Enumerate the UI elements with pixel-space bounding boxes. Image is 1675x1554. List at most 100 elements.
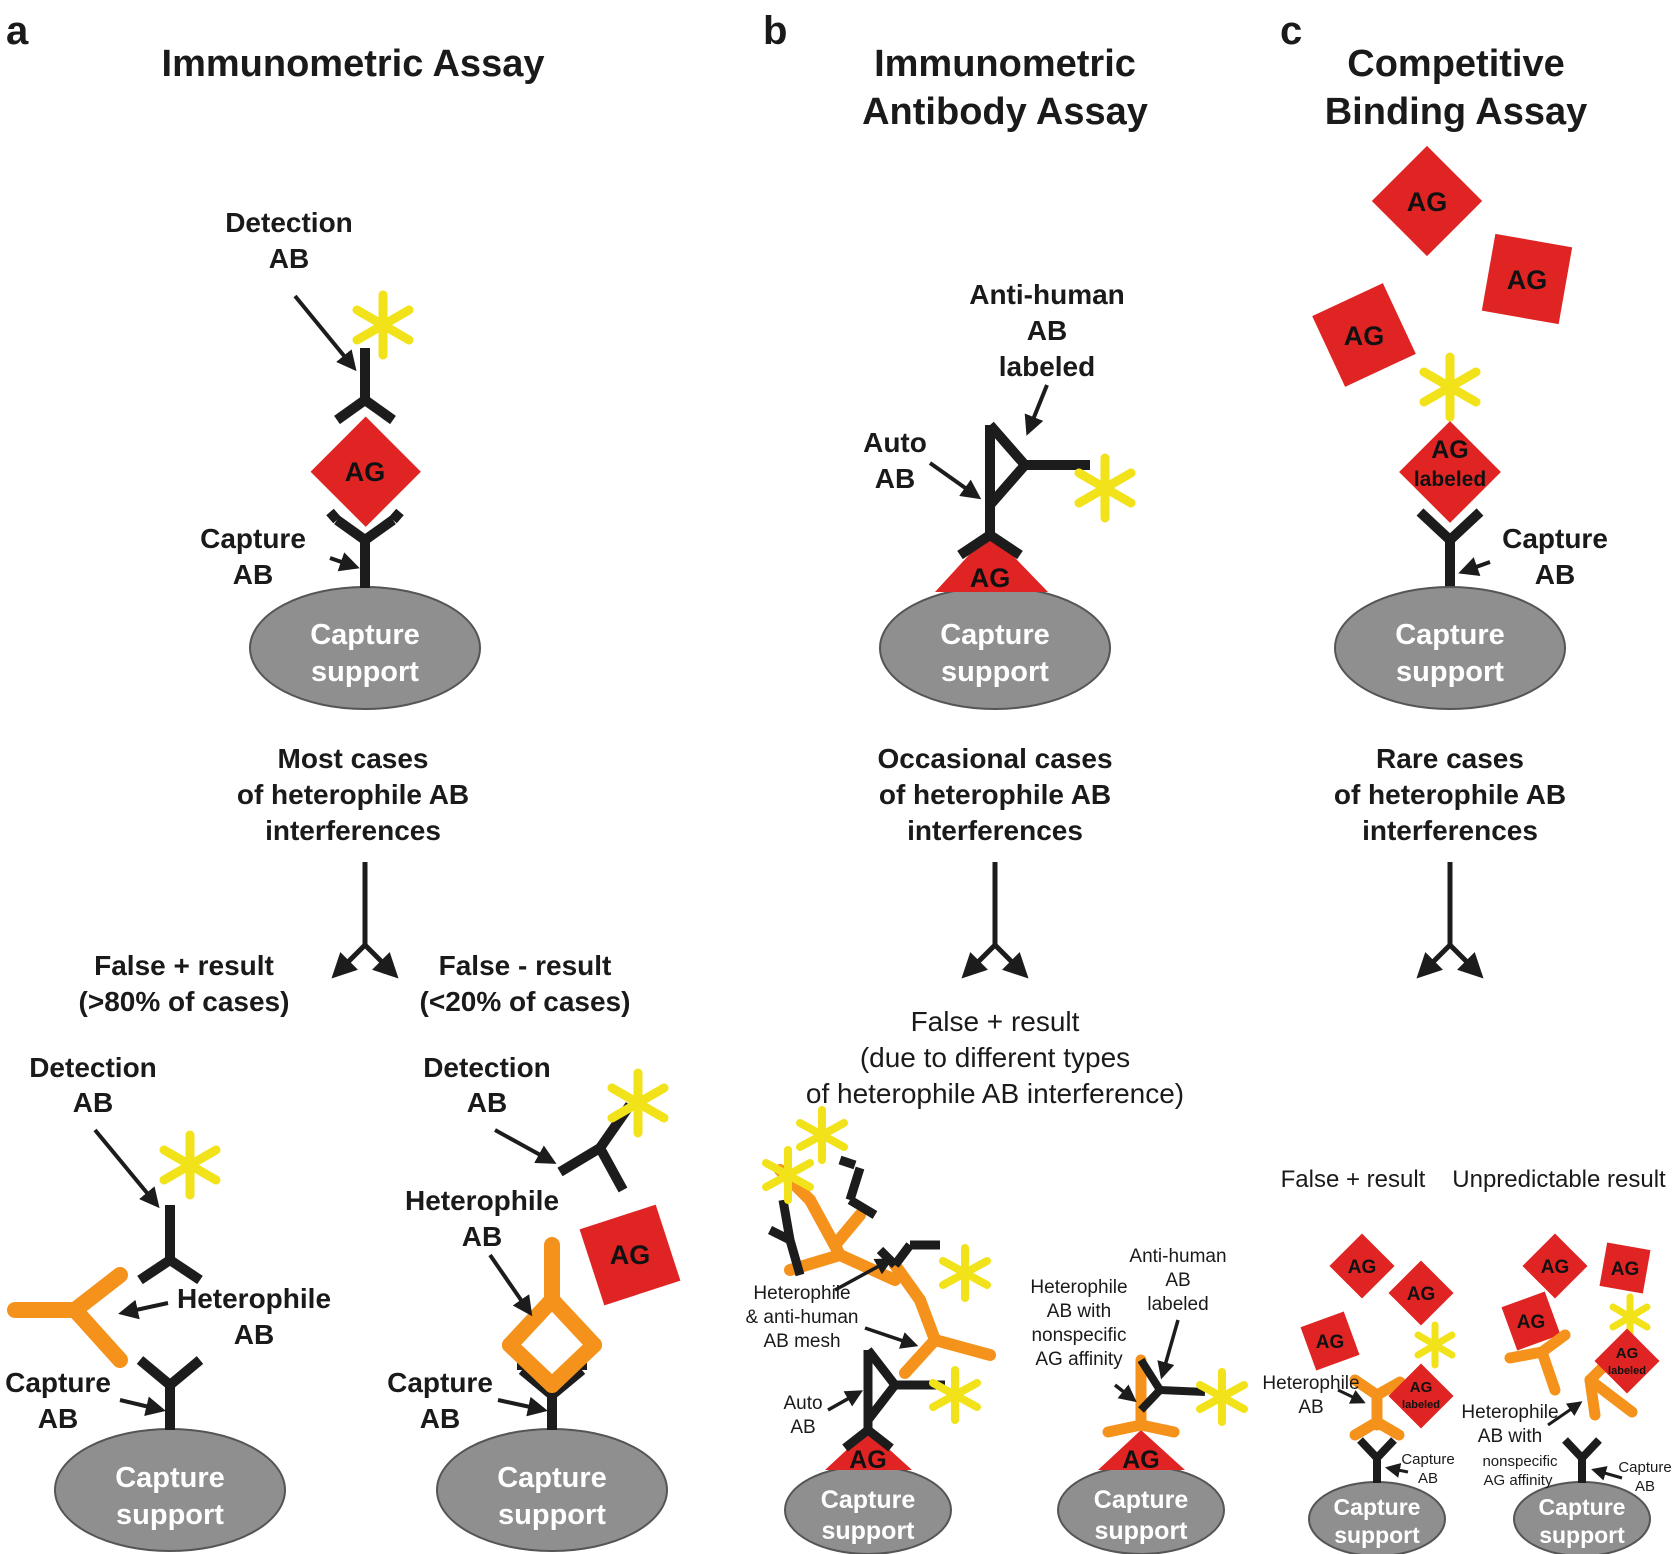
support-label: support <box>821 1517 915 1545</box>
false-positive-label: (>80% of cases) <box>79 986 290 1017</box>
label-star <box>1414 1321 1456 1369</box>
panel-letter-c: c <box>1280 9 1302 53</box>
anti-human-ab-label: labeled <box>999 351 1095 382</box>
antigen-label: AG <box>1407 187 1448 217</box>
detection-ab-label: Detection <box>423 1052 551 1083</box>
capture-ab-label: Capture <box>1618 1459 1671 1476</box>
panel-letter-a: a <box>6 9 29 53</box>
cases-text: Rare cases <box>1376 743 1524 774</box>
panel-letter-b: b <box>763 9 787 53</box>
heterophile-ab-label: AB with <box>1478 1426 1542 1447</box>
mesh-label: & anti-human <box>745 1307 858 1328</box>
split-arrow <box>1416 862 1484 979</box>
capture-ab-label: Capture <box>200 523 306 554</box>
labeled-antigen-label: labeled <box>1402 1399 1440 1411</box>
panel-a-title: Immunometric Assay <box>162 43 545 85</box>
capture-ab-label: AB <box>38 1403 78 1434</box>
pointer-arrow <box>494 1128 557 1164</box>
pointer-arrow <box>329 552 360 572</box>
support-label: Capture <box>497 1462 607 1494</box>
antigen <box>1501 1291 1561 1351</box>
support-label: Capture <box>310 619 420 651</box>
mesh-label: AB mesh <box>763 1331 840 1352</box>
antigen <box>1388 1260 1454 1326</box>
antigen <box>825 1430 912 1470</box>
support-label: support <box>941 656 1049 688</box>
anti-human-ab-label: labeled <box>1147 1294 1208 1315</box>
cases-text: Occasional cases <box>877 743 1112 774</box>
heterophile-ab-label: AB <box>234 1319 274 1350</box>
anti-human-ab-label: Anti-human <box>969 279 1125 310</box>
antigen <box>1329 1233 1395 1299</box>
antigen <box>1300 1311 1360 1371</box>
labeled-antigen <box>1594 1328 1660 1394</box>
label-star <box>1609 1293 1651 1341</box>
heterophile-ab-label: Heterophile <box>177 1283 331 1314</box>
pointer-arrow <box>928 461 982 500</box>
cases-text: of heterophile AB <box>237 779 469 810</box>
result-label: (due to different types <box>860 1042 1130 1073</box>
heterophile-ab-label: Heterophile <box>1461 1402 1558 1423</box>
antigen <box>579 1204 681 1306</box>
antigen-label: AG <box>849 1446 887 1474</box>
panel-c-title: Binding Assay <box>1325 91 1588 133</box>
panel-b: b Immunometric Antibody Assay Capture su… <box>745 9 1248 1554</box>
capture-support <box>1334 586 1566 710</box>
false-negative-label: (<20% of cases) <box>420 986 631 1017</box>
label-star <box>352 290 414 360</box>
labeled-antigen <box>1399 421 1501 523</box>
heterophile-antibody <box>1349 1374 1406 1441</box>
panel-a: a Immunometric Assay Capture support AG … <box>5 9 681 1552</box>
cases-text: interferences <box>265 815 441 846</box>
cases-text: interferences <box>907 815 1083 846</box>
cases-text: of heterophile AB <box>1334 779 1566 810</box>
antigen <box>935 532 1048 592</box>
label-star <box>1196 1368 1248 1426</box>
split-arrow <box>331 862 399 979</box>
capture-ab-label: Capture <box>387 1367 493 1398</box>
heterophile-antibody <box>1102 1354 1180 1438</box>
heterophile-ab-label: nonspecific <box>1031 1325 1126 1346</box>
cases-text: of heterophile AB <box>879 779 1111 810</box>
labeled-antigen-label: AG <box>1616 1345 1639 1362</box>
support-label: Capture <box>940 619 1050 651</box>
capture-ab-label: AB <box>420 1403 460 1434</box>
support-label: support <box>311 656 419 688</box>
mesh-label: Heterophile <box>753 1283 850 1304</box>
heterophile-ab-label: Heterophile <box>1262 1373 1359 1394</box>
pointer-arrow <box>118 1299 169 1320</box>
capture-antibody <box>1357 1437 1397 1483</box>
support-label: Capture <box>115 1462 225 1494</box>
pointer-arrow <box>93 1128 160 1209</box>
heterophile-ab-label: Heterophile <box>405 1185 559 1216</box>
capture-antibody <box>1416 508 1484 590</box>
false-negative-label: False - result <box>439 950 612 981</box>
antigen-label: AG <box>1507 265 1548 295</box>
heterophile-ab-label: AB <box>462 1221 502 1252</box>
detection-ab-label: Detection <box>225 207 353 238</box>
panel-b-title: Immunometric <box>874 43 1136 85</box>
antigen-label: AG <box>1344 321 1385 351</box>
detection-antibody <box>137 1205 203 1285</box>
support-label: support <box>1539 1522 1625 1548</box>
anti-human-antibody <box>986 421 1090 509</box>
antigen-label: AG <box>1316 1332 1345 1353</box>
antigen-label: AG <box>1407 1284 1436 1305</box>
auto-antibody <box>957 425 1023 560</box>
antigen-label: AG <box>1611 1259 1640 1280</box>
auto-ab-label: Auto <box>863 427 927 458</box>
capture-ab-label: Capture <box>1502 523 1608 554</box>
false-positive-label: False + result <box>1281 1166 1426 1193</box>
label-star <box>607 1068 669 1138</box>
pointer-arrow <box>1385 1462 1409 1478</box>
auto-ab-label: AB <box>875 463 915 494</box>
pointer-arrow <box>834 1258 894 1292</box>
antigen <box>1371 145 1483 257</box>
labeled-antigen-label: labeled <box>1414 468 1486 491</box>
antigen-label: AG <box>1541 1257 1570 1278</box>
anti-human-antibody <box>1137 1357 1206 1413</box>
anti-human-ab-label: Anti-human <box>1129 1246 1226 1267</box>
pointer-arrow <box>1157 1319 1180 1380</box>
pointer-arrow <box>1337 1388 1366 1404</box>
capture-ab-label: AB <box>1418 1470 1438 1487</box>
